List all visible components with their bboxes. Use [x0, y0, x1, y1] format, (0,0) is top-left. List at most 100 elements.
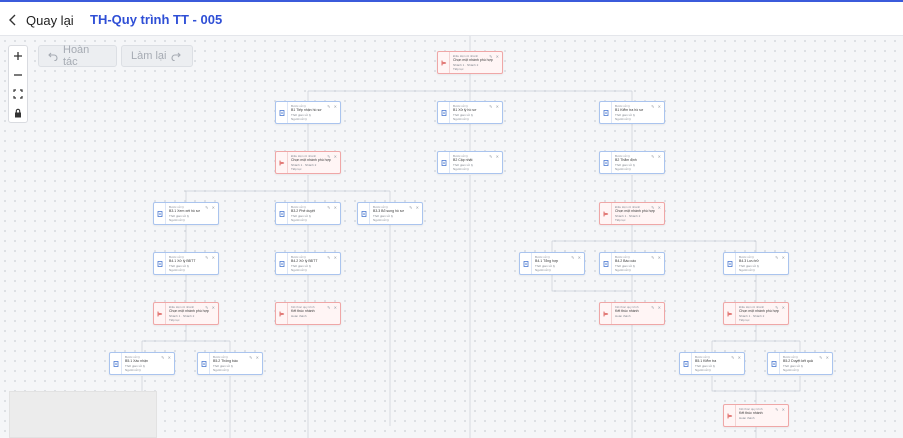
- node-actions-icon[interactable]: ✎ ✕: [409, 205, 420, 210]
- minimap[interactable]: [9, 391, 157, 438]
- node-actions-icon[interactable]: ✎ ✕: [571, 255, 582, 260]
- node-name: B1 Kiểm tra hồ sơ: [615, 108, 644, 112]
- fit-view-button[interactable]: [8, 84, 28, 103]
- node-type: Kết thúc quy trình: [291, 305, 315, 309]
- node-meta: Người xử lý: [453, 167, 469, 171]
- node-actions-icon[interactable]: ✎ ✕: [327, 154, 338, 159]
- node-actions-icon[interactable]: ✎ ✕: [205, 255, 216, 260]
- node-name: Chọn một nhánh phù hợp: [453, 58, 493, 62]
- node-actions-icon[interactable]: ✎ ✕: [651, 305, 662, 310]
- node-name: B3.1 Xem xét hồ sơ: [169, 209, 200, 213]
- node-meta: Nhánh 1 · Nhánh 2: [291, 163, 317, 167]
- node-meta: Người xử lý: [373, 218, 389, 222]
- node-type: Bước xử lý: [169, 205, 184, 209]
- zoom-in-icon: [14, 51, 22, 60]
- node-actions-icon[interactable]: ✎ ✕: [651, 255, 662, 260]
- branch-icon: [600, 203, 612, 224]
- node-actions-icon[interactable]: ✎ ✕: [327, 255, 338, 260]
- node-type: Bước xử lý: [373, 205, 388, 209]
- node-type: Bước xử lý: [739, 255, 754, 259]
- node-actions-icon[interactable]: ✎ ✕: [249, 355, 260, 360]
- node-type: Bước xử lý: [783, 355, 798, 359]
- node-meta: Thời gian xử lý: [213, 364, 233, 368]
- node-actions-icon[interactable]: ✎ ✕: [775, 305, 786, 310]
- node-actions-icon[interactable]: ✎ ✕: [651, 104, 662, 109]
- document-icon: [438, 102, 450, 123]
- node-actions-icon[interactable]: ✎ ✕: [327, 205, 338, 210]
- node-meta: Người xử lý: [213, 368, 229, 372]
- node-actions-icon[interactable]: ✎ ✕: [775, 255, 786, 260]
- back-button[interactable]: Quay lại: [8, 10, 74, 30]
- node-meta: Tiếp tục: [739, 318, 750, 322]
- branch-icon: [724, 303, 736, 324]
- node-name: Chọn một nhánh phù hợp: [169, 309, 209, 313]
- node-meta: Thời gian xử lý: [291, 113, 311, 117]
- document-icon: [358, 203, 370, 224]
- document-icon: [520, 253, 532, 274]
- document-icon: [154, 253, 166, 274]
- node-meta: Thời gian xử lý: [291, 264, 311, 268]
- node-actions-icon[interactable]: ✎ ✕: [489, 154, 500, 159]
- node-actions-icon[interactable]: ✎ ✕: [489, 54, 500, 59]
- node-actions-icon[interactable]: ✎ ✕: [205, 305, 216, 310]
- zoom-in-button[interactable]: [8, 46, 28, 65]
- node-actions-icon[interactable]: ✎ ✕: [205, 205, 216, 210]
- node-actions-icon[interactable]: ✎ ✕: [161, 355, 172, 360]
- undo-button[interactable]: Hoàn tác: [38, 44, 117, 68]
- node-meta: Thời gian xử lý: [453, 163, 473, 167]
- node-name: B1 Xử lý hồ sơ: [453, 108, 477, 112]
- node-type: Bước xử lý: [615, 255, 630, 259]
- node-actions-icon[interactable]: ✎ ✕: [651, 205, 662, 210]
- node-type: Bước xử lý: [291, 205, 306, 209]
- node-meta: Tiếp tục: [291, 167, 302, 171]
- node-actions-icon[interactable]: ✎ ✕: [651, 154, 662, 159]
- node-actions-icon[interactable]: ✎ ✕: [731, 355, 742, 360]
- fit-view-icon: [13, 88, 23, 99]
- node-meta: Người xử lý: [615, 167, 631, 171]
- node-meta: Người xử lý: [291, 268, 307, 272]
- node-name: Chọn một nhánh phù hợp: [739, 309, 779, 313]
- undo-icon: [48, 52, 58, 61]
- node-type: Bước xử lý: [535, 255, 550, 259]
- redo-button[interactable]: Làm lại: [121, 45, 193, 67]
- node-actions-icon[interactable]: ✎ ✕: [489, 104, 500, 109]
- node-actions-icon[interactable]: ✎ ✕: [775, 407, 786, 412]
- document-icon: [600, 253, 612, 274]
- zoom-out-button[interactable]: [8, 65, 28, 84]
- lock-button[interactable]: [8, 103, 28, 122]
- node-actions-icon[interactable]: ✎ ✕: [819, 355, 830, 360]
- zoom-controls: [8, 45, 28, 123]
- node-actions-icon[interactable]: ✎ ✕: [327, 104, 338, 109]
- branch-icon: [724, 405, 736, 426]
- node-meta: Tiếp tục: [615, 218, 626, 222]
- document-icon: [198, 353, 210, 374]
- node-meta: Thời gian xử lý: [615, 264, 635, 268]
- node-actions-icon[interactable]: ✎ ✕: [327, 305, 338, 310]
